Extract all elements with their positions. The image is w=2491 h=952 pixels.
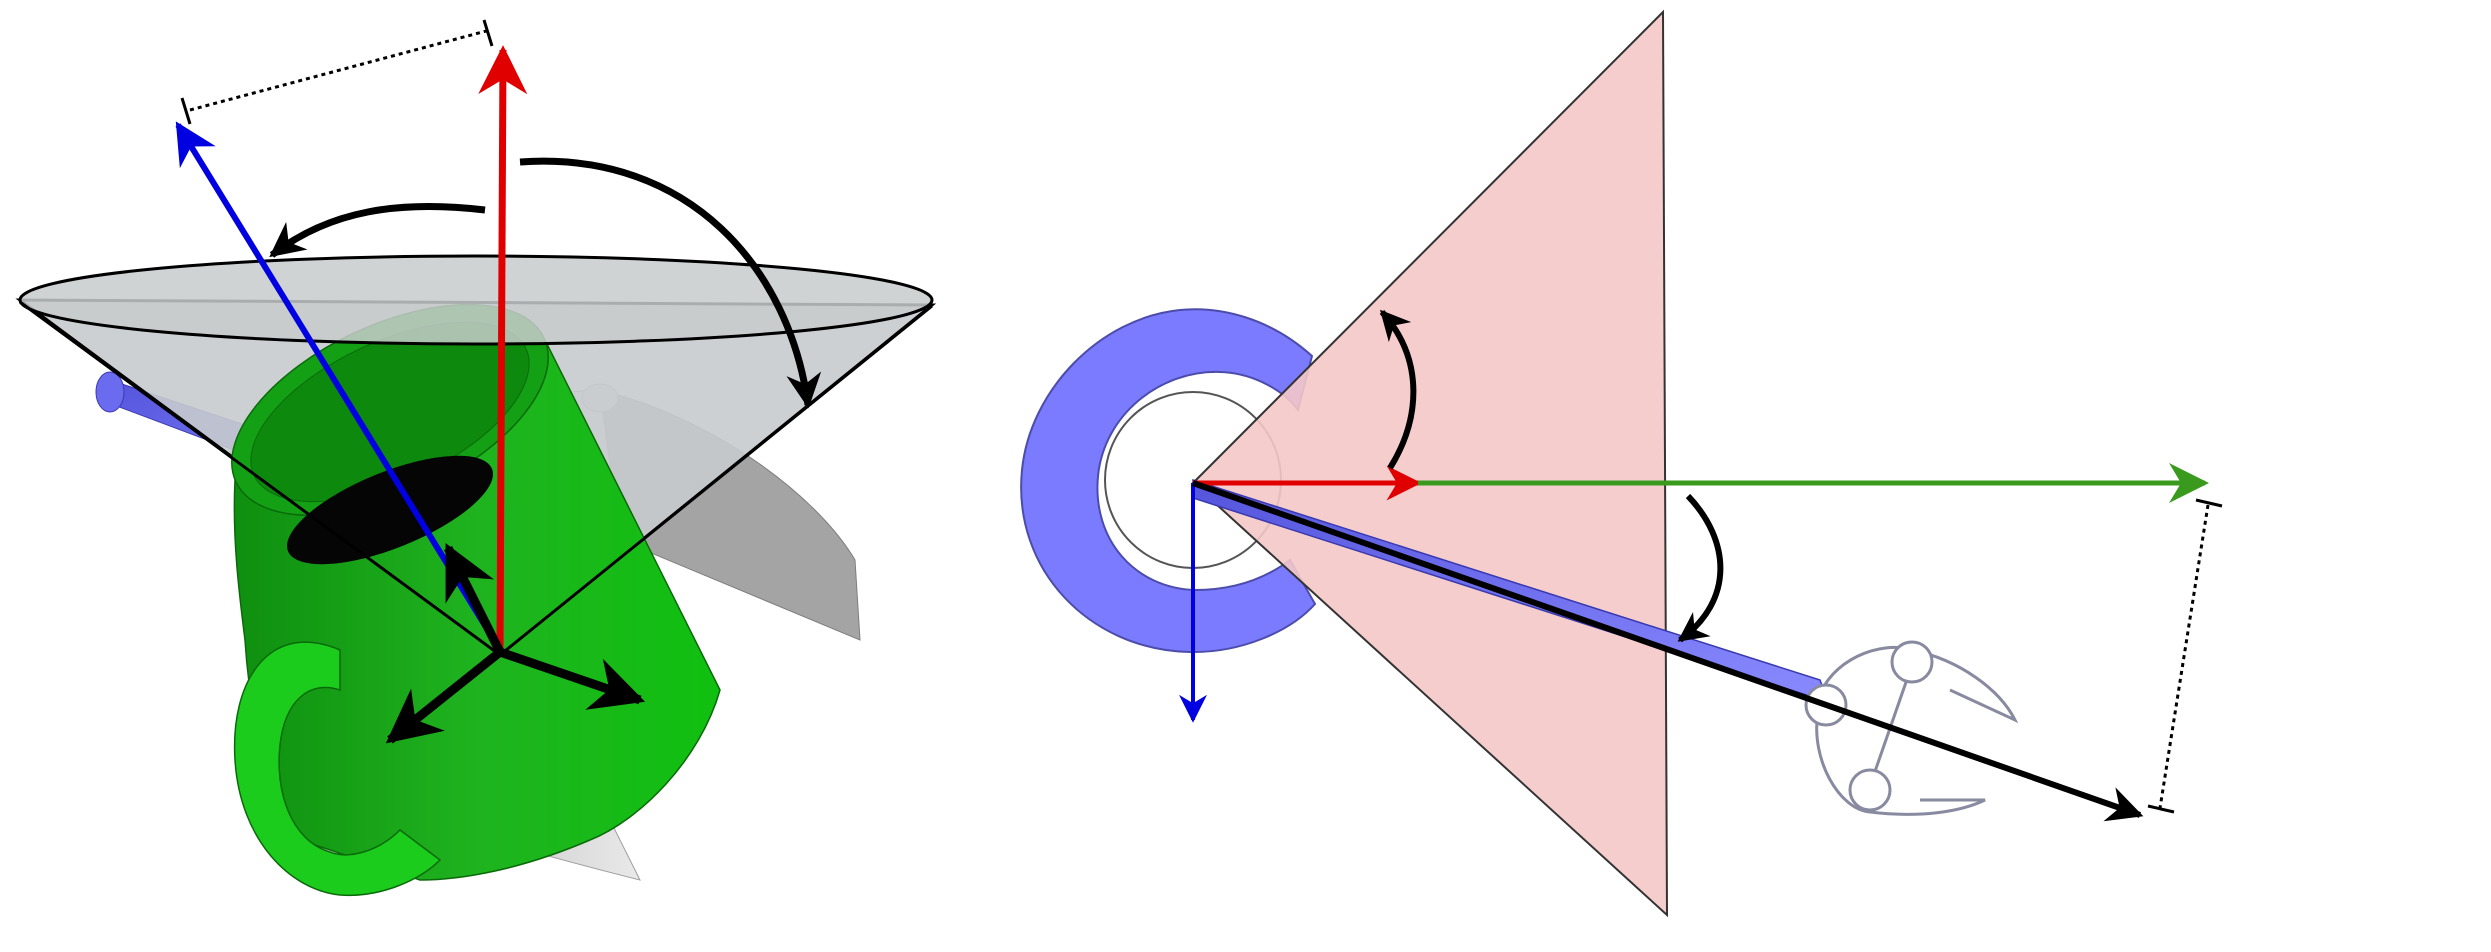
approach-vector-black [1192, 480, 2144, 822]
rotation-arrow-right [519, 157, 822, 409]
mug-handle [233, 641, 442, 897]
dimension-bracket-left [180, 19, 494, 125]
gripper-ring [1020, 308, 1317, 654]
z-axis-red [478, 45, 528, 651]
right-panel [1020, 9, 2223, 918]
rotation-arrow-upper [1379, 309, 1417, 470]
left-panel [15, 19, 937, 897]
frame-arrow-up [443, 543, 505, 655]
frame-arrow-left [385, 648, 503, 744]
gripper-rod-end [95, 371, 125, 413]
rotation-arrow-lower [1677, 493, 1724, 643]
rotation-arrow-left [269, 202, 486, 258]
dimension-bracket-right [2147, 498, 2223, 814]
frame-arrow-right [498, 647, 646, 710]
cone-rim [18, 254, 934, 346]
gripper-jaw [1804, 640, 2019, 816]
approach-cone [1191, 9, 1669, 918]
